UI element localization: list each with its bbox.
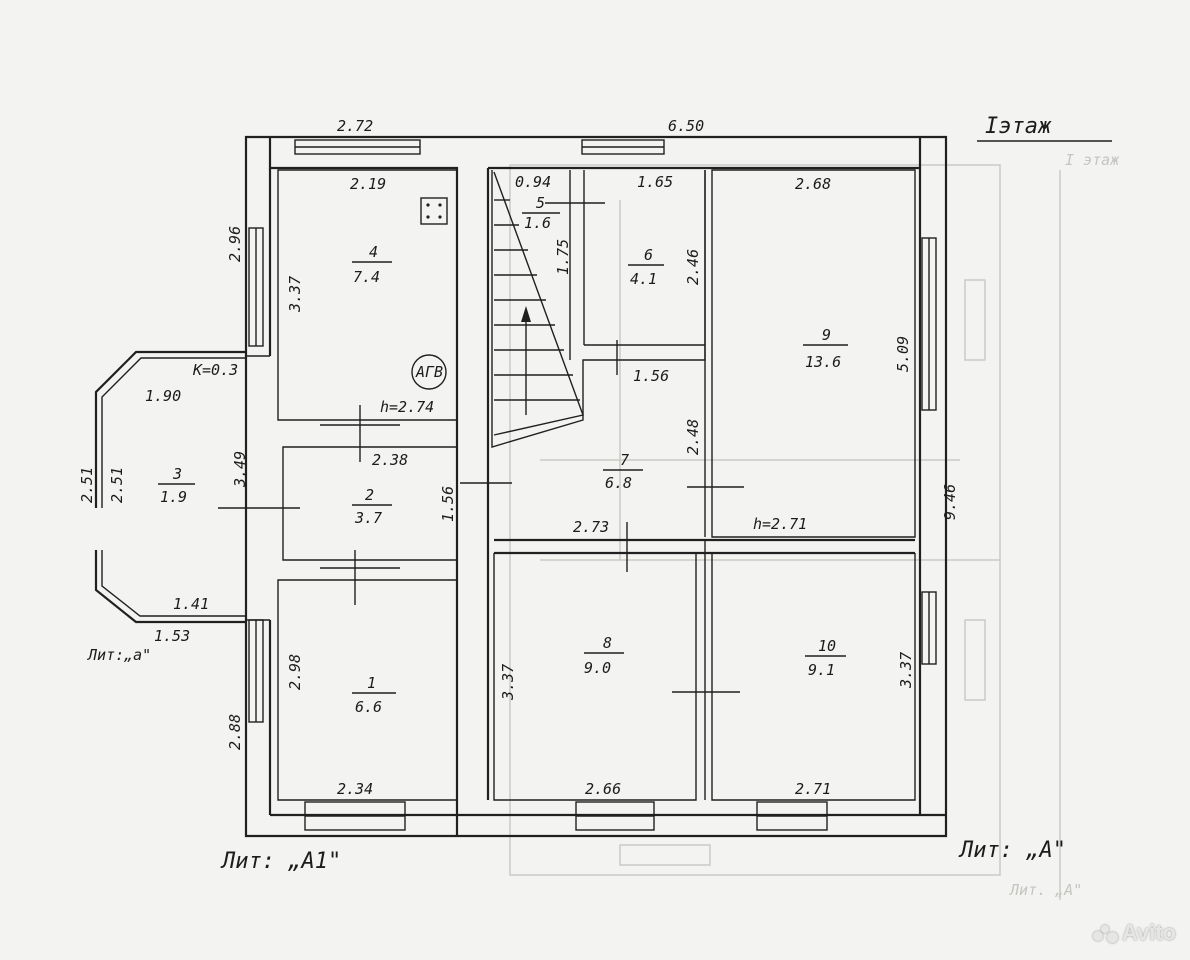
room-number: 3 — [172, 465, 182, 483]
room-number: 7 — [620, 451, 629, 469]
outer-walls — [244, 135, 948, 838]
dimension: 9.46 — [941, 484, 959, 520]
dimension: 1.41 — [173, 595, 209, 613]
watermark: Avito — [1092, 920, 1176, 946]
ghost-plan: Лит. „А" I этаж — [509, 151, 1120, 900]
dimension: 1.65 — [637, 173, 673, 191]
dimension: 2.38 — [372, 451, 408, 469]
stove-symbol — [420, 197, 448, 225]
room-number: 9 — [822, 326, 831, 344]
dimension: 6.50 — [668, 117, 704, 135]
watermark-text: Avito — [1121, 920, 1176, 945]
dimension: 2.96 — [226, 226, 244, 262]
dimension: 2.34 — [337, 780, 373, 798]
porch — [94, 350, 246, 624]
door-marks — [218, 202, 744, 693]
dimension: 2.51 — [78, 467, 96, 503]
dimension: 2.98 — [286, 654, 304, 690]
room-area: 3.7 — [354, 509, 382, 527]
floor-title: Iэтаж — [985, 114, 1052, 139]
dimension: 2.19 — [350, 175, 386, 193]
room-number: 6 — [644, 246, 653, 264]
dimension: 3.37 — [499, 664, 517, 701]
dimension: 1.90 — [145, 387, 181, 405]
ghost-lit-label: Лит. „А" — [1008, 881, 1082, 899]
dimension: 3.49 — [231, 451, 249, 488]
dimension-labels: 2.72 6.50 2.19 0.94 1.65 2.68 2.96 3.37 … — [78, 117, 959, 798]
ghost-title: I этаж — [1065, 151, 1120, 169]
room-area: 1.6 — [524, 214, 551, 232]
dimension: 1.53 — [154, 627, 190, 645]
dimension: 2.48 — [684, 419, 702, 455]
room-area: 1.9 — [160, 488, 187, 506]
staircase — [493, 171, 584, 436]
dimension: 0.94 — [515, 173, 551, 191]
interior-walls — [246, 166, 920, 801]
dimension: K=0.3 — [192, 361, 238, 379]
boiler-label: АГВ — [415, 363, 443, 381]
dimension: 1.56 — [439, 486, 457, 522]
room-number: 1 — [367, 674, 376, 692]
dimension: 2.46 — [684, 249, 702, 285]
room-area: 6.6 — [355, 698, 382, 716]
room-number: 4 — [369, 243, 378, 261]
lit-label-main: Лит: „А" — [958, 838, 1066, 863]
dimension: 3.37 — [897, 652, 915, 689]
dimension: 2.72 — [337, 117, 373, 135]
room-height: h=2.71 — [753, 515, 807, 533]
room-area: 6.8 — [605, 474, 632, 492]
boiler-icon — [411, 354, 447, 390]
room-area: 9.1 — [808, 661, 835, 679]
dimension: 2.88 — [226, 714, 244, 750]
dimension: 5.09 — [894, 336, 912, 372]
room-labels: 4 7.4 2 3.7 3 1.9 1 6.6 5 1.6 6 4.1 7 6.… — [158, 194, 848, 716]
room-number: 10 — [818, 637, 836, 655]
dimension: 1.75 — [554, 239, 572, 275]
lit-label-a1: Лит: „А1" — [220, 849, 341, 874]
windows — [248, 139, 937, 831]
avito-logo-icon — [1092, 925, 1119, 944]
dimension: 2.66 — [585, 780, 621, 798]
dimension: 3.37 — [286, 276, 304, 313]
dimension: 2.73 — [573, 518, 609, 536]
room-area: 13.6 — [805, 353, 841, 371]
dimension: 2.68 — [795, 175, 831, 193]
room-height: h=2.74 — [380, 398, 434, 416]
dimension: 2.51 — [108, 467, 126, 503]
dimension: 1.56 — [633, 367, 669, 385]
room-number: 2 — [365, 486, 374, 504]
room-number: 5 — [536, 194, 545, 212]
lit-label-porch: Лит:„а" — [86, 646, 151, 664]
dimension: 2.71 — [795, 780, 831, 798]
room-area: 4.1 — [630, 270, 657, 288]
room-number: 8 — [603, 634, 612, 652]
room-area: 9.0 — [584, 659, 611, 677]
room-area: 7.4 — [353, 268, 380, 286]
